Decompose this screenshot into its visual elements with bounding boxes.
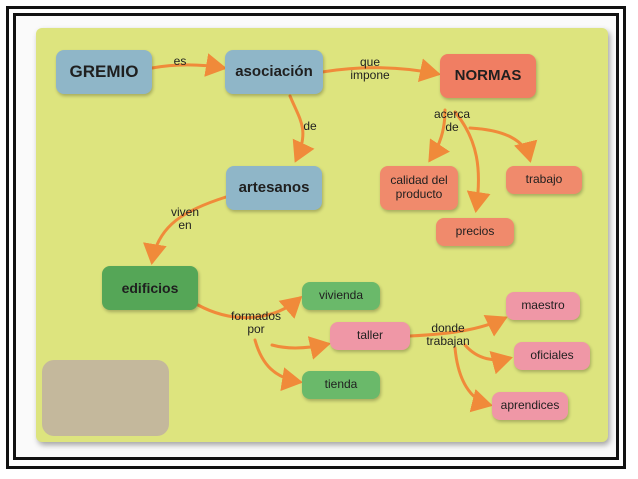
link-label-viven-en: viven en (170, 205, 199, 233)
node-aprendices[interactable]: aprendices (492, 392, 568, 420)
arrow-edificios-tienda (253, 338, 303, 391)
node-taller[interactable]: taller (330, 322, 410, 350)
node-artesanos[interactable]: artesanos (226, 166, 322, 210)
link-label-donde-trabajan: donde trabajan (426, 321, 470, 349)
arrow-normas-calidad (428, 108, 450, 163)
node-precios[interactable]: precios (436, 218, 514, 246)
arrow-normas-precios (453, 110, 491, 213)
arrow-gremio-asociacion (150, 53, 227, 77)
arrow-taller-oficiales (463, 343, 513, 375)
link-label-es: es (173, 54, 187, 68)
arrow-edificios-taller (270, 336, 331, 360)
link-label-de: de (303, 119, 317, 133)
arrow-asociacion-normas (320, 58, 441, 83)
arrow-normas-trabajo (468, 126, 538, 163)
arrow-edificios-vivienda (196, 296, 303, 320)
node-tienda[interactable]: tienda (302, 371, 380, 399)
node-calidad[interactable]: calidad del producto (380, 166, 458, 210)
arrow-taller-maestro (408, 314, 508, 338)
node-maestro[interactable]: maestro (506, 292, 580, 320)
node-trabajo[interactable]: trabajo (506, 166, 582, 194)
node-asociacion[interactable]: asociación (225, 50, 323, 94)
blank-placeholder-box (42, 360, 169, 436)
arrow-asociacion-artesanos (288, 94, 315, 163)
node-oficiales[interactable]: oficiales (514, 342, 590, 370)
link-label-formados-por: formados por (230, 309, 282, 337)
arrow-artesanos-edificios (143, 195, 228, 265)
link-label-acerca-de: acerca de (433, 107, 471, 135)
node-gremio[interactable]: GREMIO (56, 50, 152, 94)
link-label-que-impone: que impone (350, 55, 390, 83)
node-normas[interactable]: NORMAS (440, 54, 536, 98)
node-edificios[interactable]: edificios (102, 266, 198, 310)
arrow-taller-aprendices (453, 346, 493, 413)
node-vivienda[interactable]: vivienda (302, 282, 380, 310)
